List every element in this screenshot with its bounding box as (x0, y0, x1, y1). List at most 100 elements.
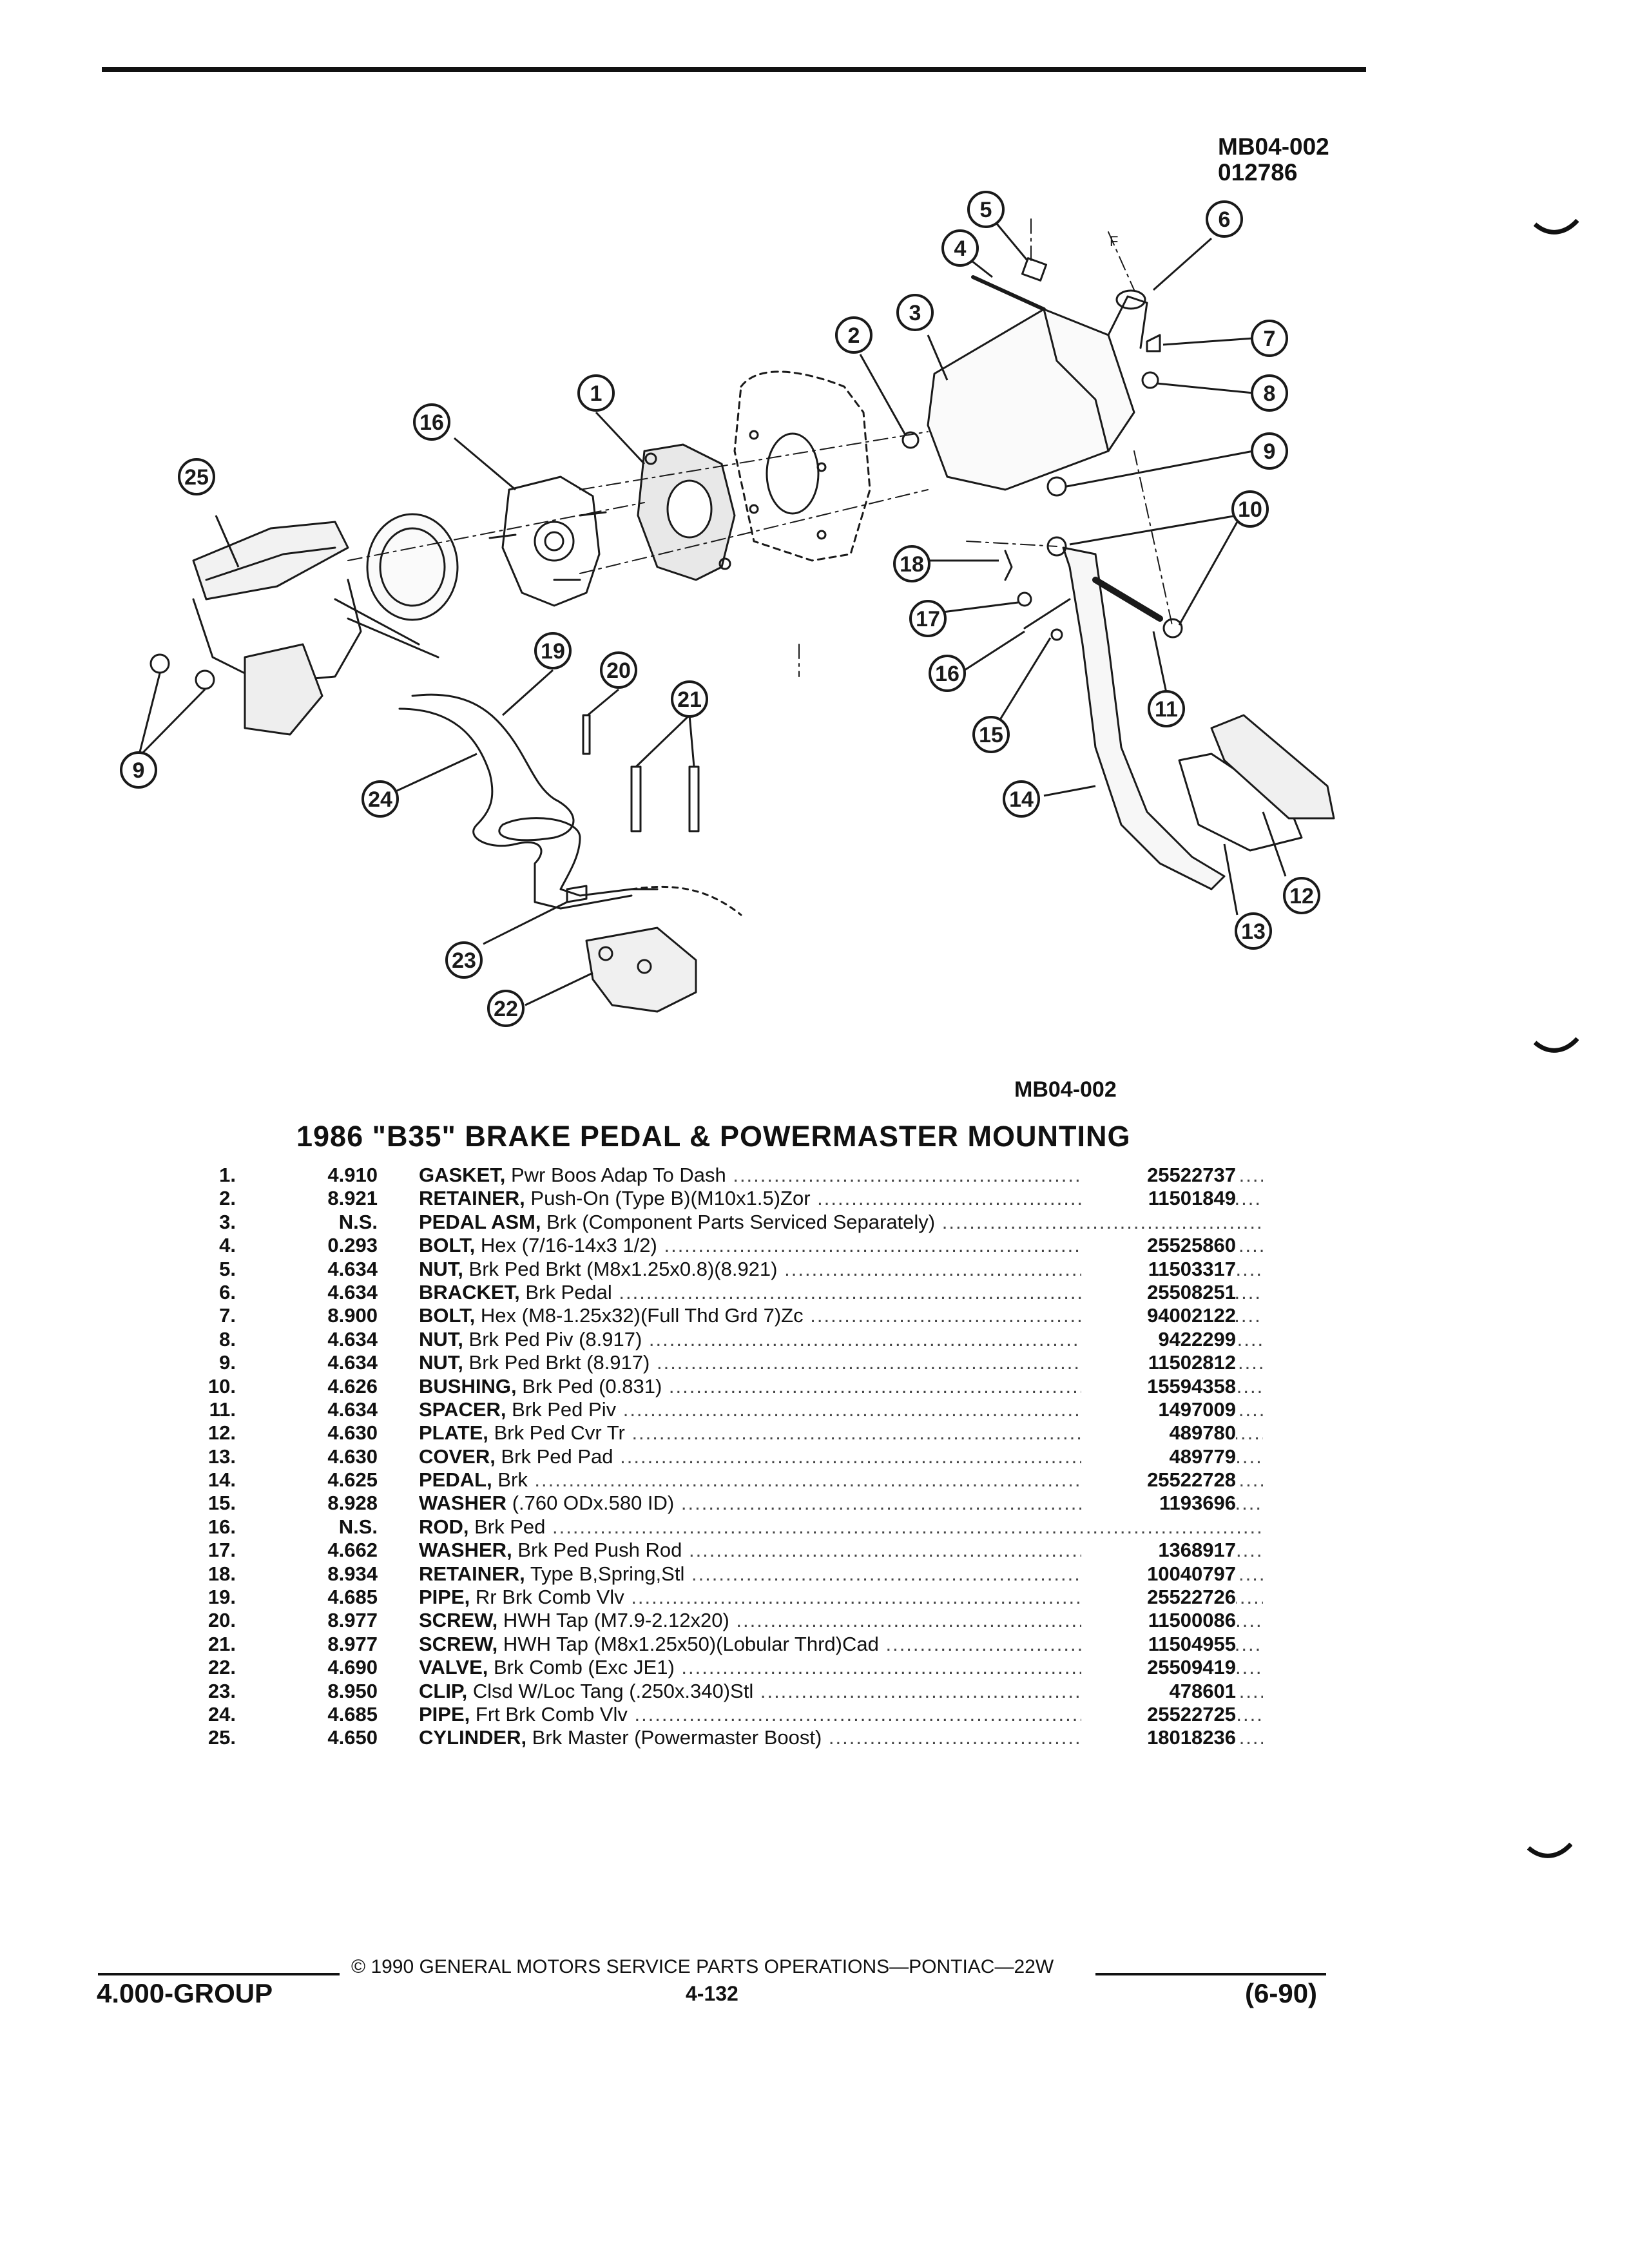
part-name: CYLINDER, (419, 1726, 527, 1749)
callout-number: 3 (909, 301, 921, 325)
combination-valve-part-22 (585, 927, 697, 1013)
callout-9: 9 (1251, 432, 1288, 470)
part-number: 478601 (1081, 1679, 1236, 1703)
part-number: 1193696 (1081, 1492, 1236, 1515)
screw-part-21a (630, 765, 642, 832)
part-number: 11503317 (1081, 1257, 1236, 1281)
part-index: 25. (207, 1726, 236, 1749)
callout-number: 5 (980, 198, 992, 222)
exploded-parts-diagram: 1234567899101112131415161617181920212223… (120, 191, 1335, 1027)
part-name: PEDAL, (419, 1468, 492, 1492)
part-name: BOLT, (419, 1304, 476, 1327)
callout-number: 1 (590, 381, 602, 406)
part-group-number: N.S. (338, 1515, 378, 1538)
part-number: 25509419 (1081, 1656, 1236, 1680)
part-detail: Push-On (Type B)(M10x1.5)Zor (530, 1187, 811, 1210)
part-group-number: 4.634 (327, 1327, 378, 1350)
callout-20: 20 (600, 651, 637, 689)
callout-15: 15 (972, 716, 1010, 753)
part-detail: Frt Brk Comb Vlv (475, 1702, 628, 1725)
part-name: SCREW, (419, 1632, 498, 1655)
part-group-number: 4.634 (327, 1280, 378, 1303)
callout-leaders (137, 222, 1287, 1006)
spacer-part-11 (1092, 577, 1163, 622)
callout-number: 20 (606, 658, 631, 683)
part-description: PEDAL ASM, Brk (Component Parts Serviced… (419, 1211, 1263, 1234)
footer-rule-left (98, 1973, 340, 1975)
callout-22: 22 (487, 990, 525, 1027)
bracket-small-text: F (1110, 233, 1118, 249)
part-name: PIPE, (419, 1586, 470, 1609)
part-number: 25522725 (1081, 1702, 1236, 1726)
part-index: 4. (219, 1234, 236, 1257)
callout-number: 13 (1241, 919, 1266, 944)
part-group-number: 4.910 (327, 1164, 378, 1186)
part-detail: Brk Pedal (525, 1280, 612, 1303)
callout-number: 15 (979, 723, 1003, 747)
part-name: BRACKET, (419, 1280, 520, 1303)
part-group-number: 4.690 (327, 1656, 378, 1679)
part-index: 19. (207, 1586, 236, 1609)
part-number: 489779 (1081, 1445, 1236, 1468)
callout-13: 13 (1235, 912, 1272, 950)
part-number: 18018236 (1081, 1726, 1236, 1750)
callout-number: 7 (1264, 327, 1276, 351)
diagram-code: MB04-002 (1218, 133, 1329, 160)
part-detail: Pwr Boos Adap To Dash (510, 1164, 726, 1186)
parts-list-row: 3.N.S.PEDAL ASM, Brk (Component Parts Se… (193, 1211, 1263, 1234)
part-group-number: 4.630 (327, 1421, 378, 1445)
part-detail: Brk Ped Cvr Tr (494, 1421, 625, 1445)
section-title: 1986 "B35" BRAKE PEDAL & POWERMASTER MOU… (296, 1120, 1131, 1153)
part-group-number: 4.634 (327, 1398, 378, 1421)
part-index: 20. (207, 1609, 236, 1632)
nut-part-9-left-a (149, 653, 170, 674)
callout-number: 23 (452, 948, 476, 973)
part-detail: (.760 ODx.580 ID) (512, 1492, 675, 1515)
washer-part-15 (1050, 628, 1063, 641)
part-name: NUT, (419, 1327, 463, 1350)
leader-dots: ........................................… (941, 1210, 1263, 1233)
bolt-part-4 (971, 275, 1046, 311)
part-index: 5. (219, 1257, 236, 1280)
washer-part-17 (1017, 591, 1032, 607)
callout-number: 24 (368, 787, 392, 812)
callout-21: 21 (671, 680, 708, 718)
callout-16: 16 (413, 403, 450, 441)
dash-opening (766, 432, 820, 515)
part-detail: Brk Ped Brkt (M8x1.25x0.8)(8.921) (468, 1257, 778, 1280)
callout-5: 5 (967, 191, 1005, 228)
callout-number: 8 (1264, 381, 1276, 406)
part-number: 94002122 (1081, 1304, 1236, 1328)
part-name: WASHER (419, 1492, 507, 1515)
part-name: CLIP, (419, 1679, 468, 1702)
callout-19: 19 (534, 632, 572, 669)
brake-pipe-part-19 (411, 693, 659, 897)
footer-group: 4.000-GROUP (97, 1978, 273, 2008)
part-name: PLATE, (419, 1421, 488, 1445)
part-index: 7. (219, 1304, 236, 1327)
part-name: NUT, (419, 1351, 463, 1374)
callout-14: 14 (1003, 780, 1040, 818)
part-group-number: 8.921 (327, 1187, 378, 1210)
pedal-pad-cover-part-13 (1178, 753, 1303, 852)
part-group-number: 4.625 (327, 1468, 378, 1492)
part-detail: Brk (497, 1468, 528, 1492)
nut-part-8 (1141, 371, 1159, 389)
part-number: 11501849 (1081, 1187, 1236, 1211)
part-description: ROD, Brk Ped ...........................… (419, 1515, 1263, 1539)
brake-pipe-part-24 (398, 707, 633, 910)
part-name: ROD, (419, 1515, 469, 1538)
callout-12: 12 (1283, 877, 1320, 914)
nut-part-9-left-b (195, 669, 215, 690)
part-number: 9422299 (1081, 1327, 1236, 1351)
callout-number: 9 (133, 758, 145, 783)
part-detail: Brk Ped Piv (8.917) (468, 1327, 642, 1350)
